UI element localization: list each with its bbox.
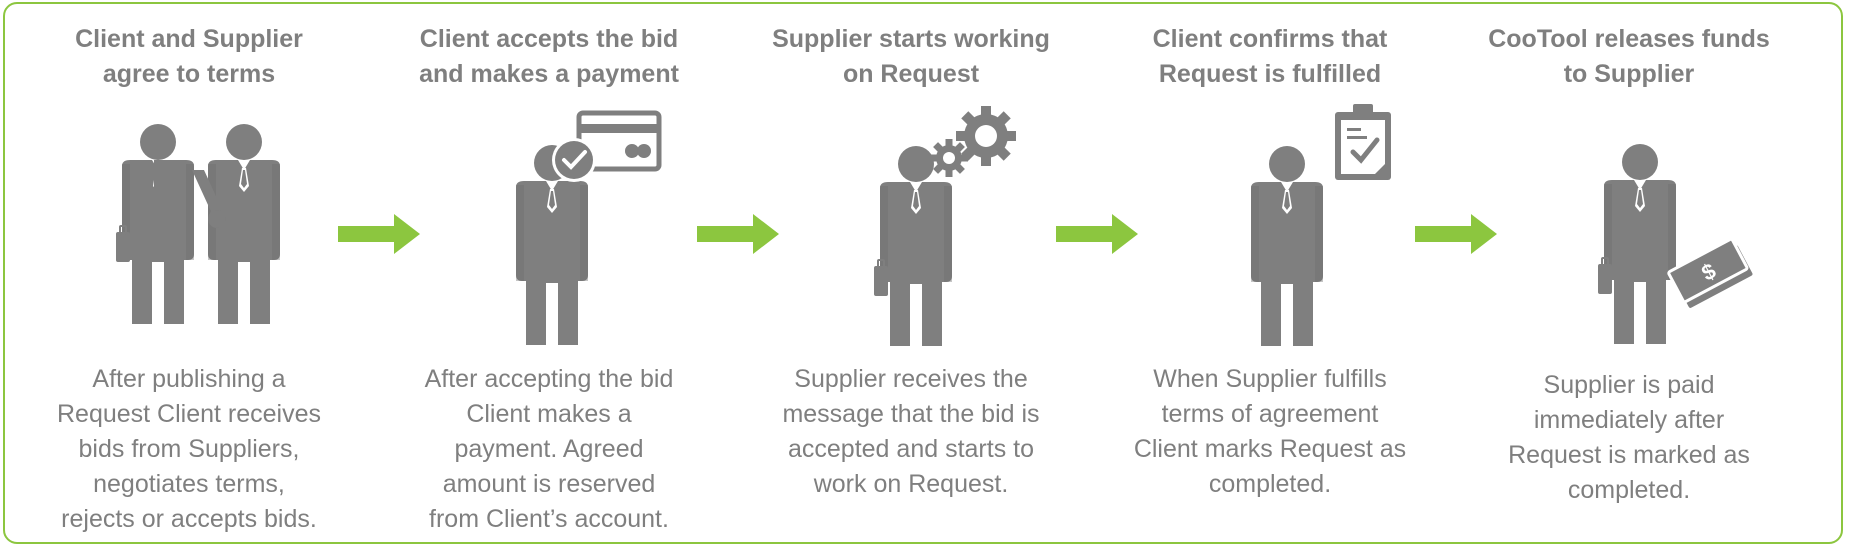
step-title: CooTool releases funds to Supplier [1488, 25, 1770, 88]
diagram-frame [3, 2, 1843, 544]
step-description: Supplier receives the message that the b… [782, 365, 1040, 498]
step-title: Supplier starts working on Request [772, 25, 1050, 88]
arrow-right-icon [338, 214, 420, 254]
money-icon: $ [1597, 144, 1753, 344]
step-description: After accepting the bid Client makes a p… [424, 365, 674, 533]
clipboard-check-icon [1251, 104, 1391, 346]
step-description: Supplier is paid immediately after Reque… [1508, 371, 1750, 504]
arrow-right-icon [1415, 214, 1497, 254]
step-title: Client accepts the bid and makes a payme… [419, 25, 679, 88]
step-title: Client confirms that Request is fulfille… [1152, 25, 1388, 88]
gears-icon [873, 106, 1016, 346]
credit-card-payment-icon [516, 110, 662, 345]
handshake-icon [115, 124, 280, 324]
step-description: After publishing a Request Client receiv… [56, 365, 321, 533]
step-title: Client and Supplier agree to terms [75, 25, 303, 88]
arrow-right-icon [1056, 214, 1138, 254]
arrow-right-icon [697, 214, 779, 254]
step-description: When Supplier fulfills terms of agreemen… [1133, 365, 1407, 498]
